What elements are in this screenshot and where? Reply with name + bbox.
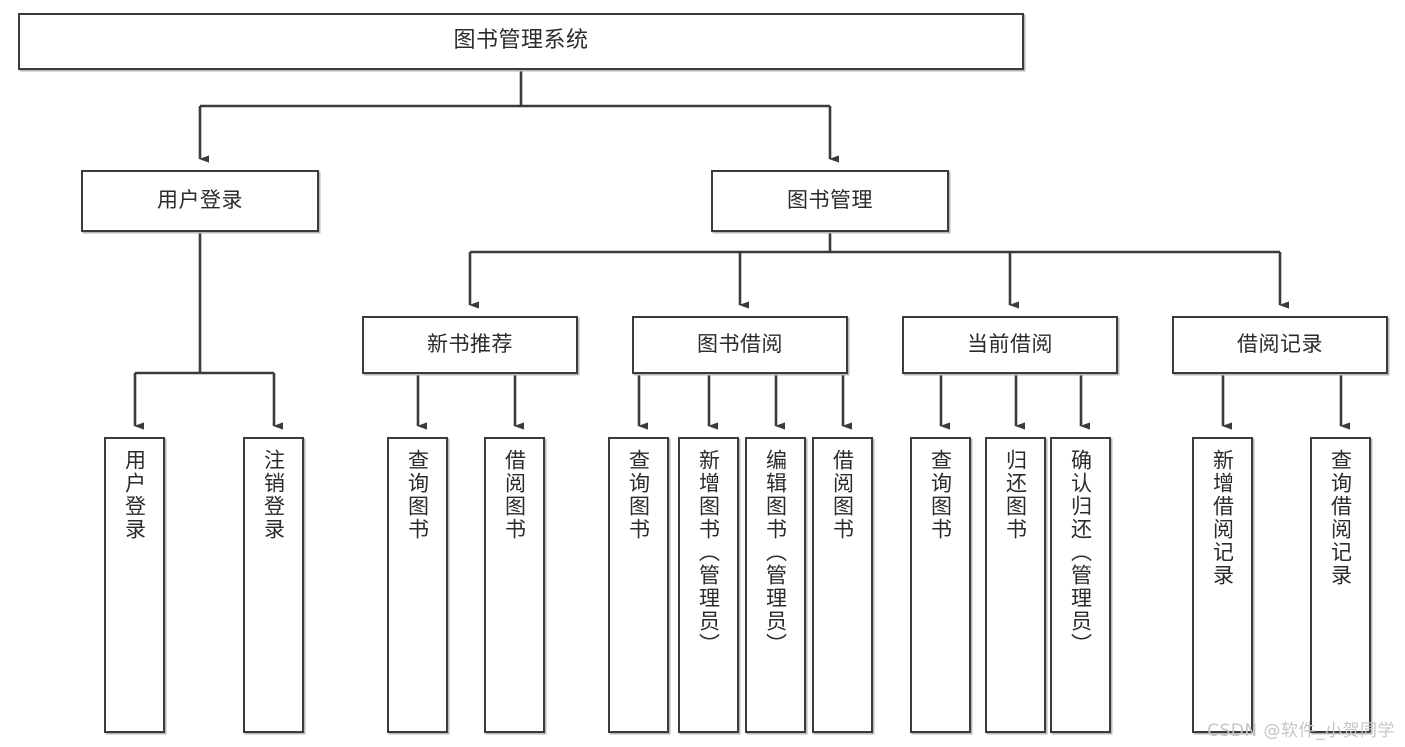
node-label: 确认归还（管理员） bbox=[1068, 449, 1093, 656]
node-label: 编辑图书（管理员） bbox=[763, 449, 788, 656]
node-cur-borrow[interactable]: 当前借阅 bbox=[902, 316, 1118, 374]
node-label: 查询图书 bbox=[626, 449, 651, 541]
node-label: 新增借阅记录 bbox=[1210, 449, 1235, 587]
node-label: 新增图书（管理员） bbox=[696, 449, 721, 656]
node-leaf-bb-borrow[interactable]: 借阅图书 bbox=[812, 437, 873, 733]
node-leaf-bl-query[interactable]: 查询借阅记录 bbox=[1310, 437, 1371, 733]
node-root[interactable]: 图书管理系统 bbox=[18, 13, 1024, 70]
node-label: 图书管理 bbox=[787, 188, 873, 213]
node-new-book-rec[interactable]: 新书推荐 bbox=[362, 316, 578, 374]
node-label: 用户登录 bbox=[122, 449, 147, 541]
node-leaf-user-logout[interactable]: 注销登录 bbox=[243, 437, 304, 733]
node-label: 图书管理系统 bbox=[453, 28, 589, 54]
node-book-mgmt[interactable]: 图书管理 bbox=[711, 170, 949, 232]
node-leaf-bl-add[interactable]: 新增借阅记录 bbox=[1192, 437, 1253, 733]
node-leaf-bb-add[interactable]: 新增图书（管理员） bbox=[678, 437, 739, 733]
node-leaf-cb-query[interactable]: 查询图书 bbox=[910, 437, 971, 733]
node-leaf-user-login[interactable]: 用户登录 bbox=[104, 437, 165, 733]
node-leaf-cb-confirm[interactable]: 确认归还（管理员） bbox=[1050, 437, 1111, 733]
node-leaf-rec-borrow[interactable]: 借阅图书 bbox=[484, 437, 545, 733]
node-label: 当前借阅 bbox=[967, 332, 1053, 357]
node-label: 查询图书 bbox=[928, 449, 953, 541]
node-leaf-bb-edit[interactable]: 编辑图书（管理员） bbox=[745, 437, 806, 733]
node-borrow-log[interactable]: 借阅记录 bbox=[1172, 316, 1388, 374]
node-label: 新书推荐 bbox=[427, 332, 513, 357]
node-label: 图书借阅 bbox=[697, 332, 783, 357]
node-book-borrow[interactable]: 图书借阅 bbox=[632, 316, 848, 374]
node-label: 注销登录 bbox=[261, 449, 286, 541]
node-user-login[interactable]: 用户登录 bbox=[81, 170, 319, 232]
node-label: 查询图书 bbox=[405, 449, 430, 541]
node-label: 查询借阅记录 bbox=[1328, 449, 1353, 587]
node-label: 借阅图书 bbox=[502, 449, 527, 541]
node-leaf-bb-query[interactable]: 查询图书 bbox=[608, 437, 669, 733]
node-leaf-cb-return[interactable]: 归还图书 bbox=[985, 437, 1046, 733]
node-label: 归还图书 bbox=[1003, 449, 1028, 541]
node-label: 借阅记录 bbox=[1237, 332, 1323, 357]
node-label: 借阅图书 bbox=[830, 449, 855, 541]
node-leaf-rec-query[interactable]: 查询图书 bbox=[387, 437, 448, 733]
node-label: 用户登录 bbox=[157, 188, 243, 213]
